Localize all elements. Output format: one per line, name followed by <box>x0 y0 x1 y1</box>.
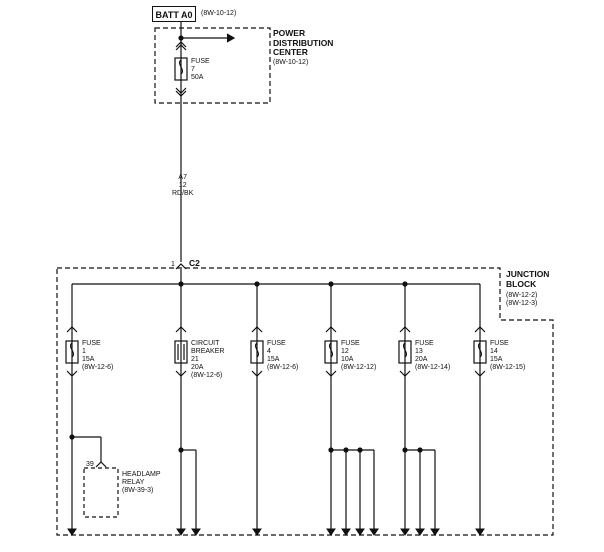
batt-ref: (8W-10-12) <box>201 10 237 17</box>
fuse-14-symbol <box>473 340 487 364</box>
fuse-12-label: FUSE 12 10A (8W-12-12) <box>341 340 377 371</box>
fuse-13-label: FUSE 13 20A (8W-12-14) <box>415 340 451 371</box>
fuse-13-symbol <box>398 340 412 364</box>
fuse-7-symbol <box>174 57 188 81</box>
fuse-1-label: FUSE 1 15A (8W-12-6) <box>82 340 114 371</box>
connector-pin: 1 <box>171 261 175 268</box>
connector-name: C2 <box>189 258 200 268</box>
fuse-1-symbol <box>65 340 79 364</box>
pdc-ref: (8W-10-12) <box>273 59 309 66</box>
relay-pin: 39 <box>86 461 94 468</box>
headlamp-relay-box <box>83 467 119 518</box>
c2-connector <box>175 263 187 270</box>
junction-refs: (8W-12-2) (8W-12-3) <box>506 292 538 307</box>
fuse-7-label: FUSE 7 50A <box>191 58 210 81</box>
wire-label: A7 12 RD/BK <box>172 174 194 197</box>
batt-a0-label: BATT A0 <box>152 6 196 22</box>
pdc-title: POWER DISTRIBUTION CENTER <box>273 28 334 57</box>
junction-block-box <box>56 267 554 536</box>
fuse-4-symbol <box>250 340 264 364</box>
breaker-21-symbol <box>174 340 188 364</box>
headlamp-relay-label: HEADLAMP RELAY (8W-39-3) <box>122 471 161 494</box>
fuse-4-label: FUSE 4 15A (8W-12-6) <box>267 340 299 371</box>
junction-title: JUNCTION BLOCK <box>506 269 550 289</box>
pdc-box <box>154 27 271 104</box>
fuse-14-label: FUSE 14 15A (8W-12-15) <box>490 340 526 371</box>
breaker-21-label: CIRCUIT BREAKER 21 20A (8W-12-6) <box>191 340 225 379</box>
fuse-12-symbol <box>324 340 338 364</box>
